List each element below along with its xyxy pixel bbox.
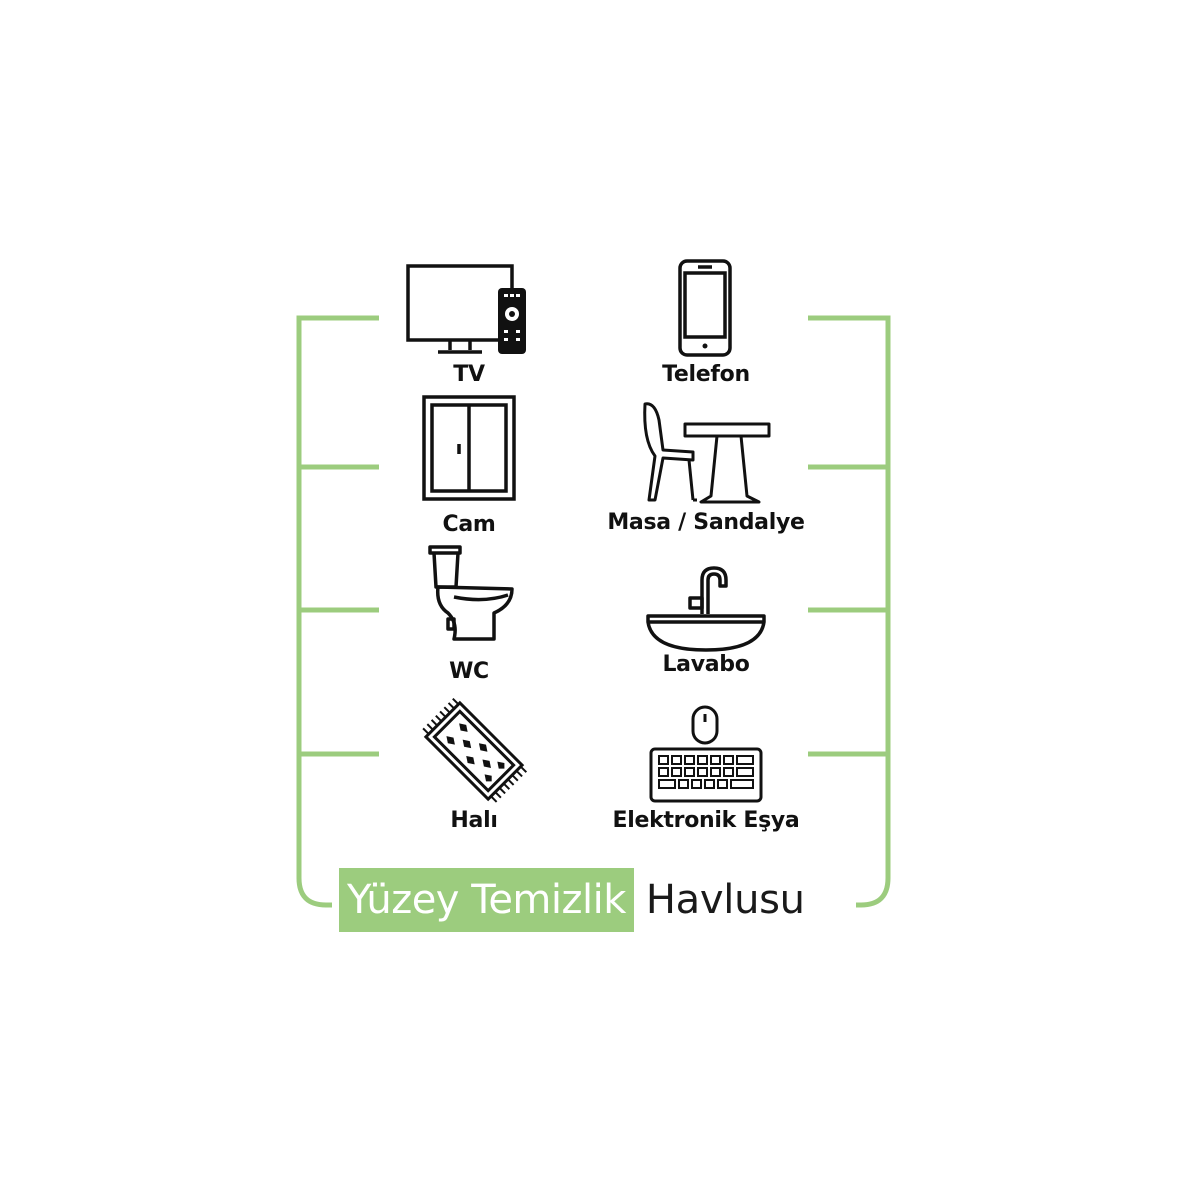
item-masa-sandalye: Masa / Sandalye (576, 400, 836, 535)
tv-with-remote-icon (406, 264, 526, 354)
title-highlighted: Yüzey Temizlik (339, 868, 634, 932)
toilet-icon (428, 545, 514, 641)
item-telefon: Telefon (576, 258, 836, 387)
item-label: Cam (442, 512, 496, 537)
item-cam: Cam (339, 394, 599, 537)
item-label: Lavabo (662, 652, 750, 677)
item-label: WC (449, 659, 489, 684)
right-bracket-line (808, 315, 891, 908)
item-label: Telefon (662, 362, 750, 387)
product-title: Yüzey Temizlik Havlusu (339, 868, 805, 932)
item-label: Elektronik Eşya (612, 808, 800, 833)
keyboard-mouse-icon (649, 705, 763, 803)
item-label: Halı (450, 808, 498, 833)
item-lavabo: Lavabo (576, 564, 836, 677)
item-label: Masa / Sandalye (607, 510, 805, 535)
sink-icon (646, 566, 766, 652)
title-rest: Havlusu (645, 877, 805, 923)
smartphone-icon (678, 259, 732, 357)
item-tv: TV (339, 262, 599, 387)
item-elektronik-esya: Elektronik Eşya (576, 704, 836, 833)
rug-icon (422, 698, 528, 803)
window-icon (422, 395, 516, 501)
item-hali: Halı (344, 698, 604, 833)
table-chair-icon (643, 402, 771, 504)
item-label: TV (453, 362, 485, 387)
left-bracket-line (296, 315, 379, 908)
item-wc: WC (339, 543, 599, 684)
